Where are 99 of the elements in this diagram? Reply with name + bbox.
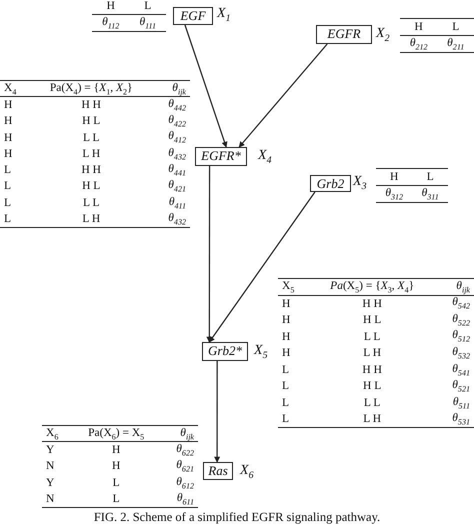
gene-box: Ras — [203, 462, 233, 480]
table-cell-text: L — [112, 476, 120, 489]
table-cell-text: θ$_{441}$ — [168, 162, 186, 178]
table-cell-text: H — [4, 148, 12, 160]
table-cell-text: L — [452, 21, 460, 33]
table-cell-text: H — [282, 347, 290, 360]
table-cell-text: Pa(X$_{5}$) = {X$_{3}$, X$_{4}$} — [330, 280, 414, 294]
table-cell-text: H H — [81, 164, 101, 176]
table-cell-text: L H — [363, 413, 382, 426]
table-cell-text: θ$_{531}$ — [452, 412, 470, 426]
gene-box: EGFR — [316, 25, 372, 44]
table-cell-text: L L — [82, 132, 100, 144]
table-cell-text: H — [4, 115, 12, 128]
table-cell-text: Y — [46, 444, 54, 456]
table-cell-text: H — [4, 99, 12, 112]
table-cell-text: H L — [82, 115, 100, 128]
table-cell-text: θ$_{311}$ — [422, 186, 439, 202]
table-cell-text: θ$_{312}$ — [385, 186, 404, 202]
table-cell-text: Y — [46, 476, 54, 489]
table-cell-text: θ$_{ijk}$ — [172, 82, 186, 96]
table-cell-text: H — [106, 0, 115, 12]
figure-caption: FIG. 2. Scheme of a simplified EGFR signaling pathway. — [92, 510, 382, 525]
variable-label: X$_{5}$ — [254, 343, 268, 361]
table-cell-text: H — [112, 444, 120, 456]
table-cell-text: X$_{4}$ — [4, 82, 16, 96]
table-cell-text: θ$_{212}$ — [410, 36, 428, 52]
table-cell-text: θ$_{ijk}$ — [180, 426, 194, 441]
table-cell-text: θ$_{542}$ — [452, 296, 470, 311]
table-cell-text: θ$_{611}$ — [176, 492, 194, 506]
table-cell-text: θ$_{112}$ — [102, 16, 120, 30]
table-cell-text: H L — [363, 380, 382, 392]
variable-label: X$_{6}$ — [240, 463, 254, 481]
gene-box: Grb2 — [310, 175, 351, 192]
table-cell-text: H — [390, 171, 398, 183]
table-cell-text: θ$_{522}$ — [452, 312, 470, 328]
table-cell-text: H — [282, 298, 290, 310]
table-cell-text: θ$_{442}$ — [168, 98, 186, 112]
table-cell-text: L — [4, 212, 12, 225]
arrow — [206, 166, 212, 343]
table-cell-text: H — [4, 132, 12, 144]
table-cell-text: X$_{5}$ — [282, 280, 294, 294]
table-cell-text: N — [46, 460, 54, 472]
gene-box: EGF — [173, 7, 213, 25]
table-cell-text: L H — [363, 347, 382, 360]
table-cell-text: L — [426, 171, 434, 183]
table-cell-text: L — [4, 180, 12, 192]
gene-box: EGFR* — [195, 147, 247, 166]
table-cell-text: L — [144, 0, 152, 12]
table-cell-text: θ$_{211}$ — [447, 36, 464, 52]
arrow — [208, 192, 316, 343]
table-cell-text: H H — [362, 298, 382, 310]
arrow — [214, 361, 220, 463]
table-cell-text: L L — [364, 396, 380, 409]
table-cell-text: H H — [362, 364, 382, 376]
table-cell-text: X$_{6}$ — [46, 426, 58, 441]
table-cell-text: θ$_{412}$ — [168, 130, 186, 145]
table-cell-text: L L — [82, 196, 100, 209]
arrow — [184, 24, 228, 148]
table-cell-text: H L — [363, 314, 382, 326]
table-cell-text: θ$_{421}$ — [168, 179, 186, 194]
table-cell-text: θ$_{532}$ — [452, 346, 470, 360]
table-cell-text: θ$_{432}$ — [168, 146, 186, 161]
gene-box: Grb2* — [202, 342, 248, 361]
variable-label: X$_{4}$ — [258, 148, 272, 166]
table-cell-text: L — [282, 380, 290, 392]
table-cell-text: θ$_{621}$ — [176, 459, 194, 474]
table-cell-text: θ$_{422}$ — [168, 114, 186, 128]
table-cell-text: θ$_{521}$ — [452, 379, 470, 394]
table-cell-text: H — [282, 330, 290, 343]
table-cell-text: θ$_{411}$ — [168, 196, 186, 210]
table-cell-text: L — [4, 196, 12, 209]
table-cell-text: L — [282, 413, 290, 426]
table-cell-text: H — [282, 314, 290, 326]
table-cell-text: L H — [82, 212, 100, 225]
table-cell-text: N — [46, 493, 54, 505]
table-cell-text: H L — [82, 180, 100, 192]
arrow — [238, 44, 328, 148]
table-cell-text: L — [112, 493, 120, 505]
table-cell-text: θ$_{511}$ — [452, 396, 470, 410]
table-cell-text: L — [282, 364, 290, 376]
table-cell-text: θ$_{541}$ — [452, 362, 470, 377]
variable-label: X$_{2}$ — [376, 26, 390, 44]
table-cell-text: H H — [81, 99, 101, 112]
table-cell-text: L L — [364, 330, 380, 343]
table-cell-text: Pa(X$_{6}$) = X$_{5}$ — [88, 426, 144, 441]
table-cell-text: L — [4, 164, 12, 176]
variable-label: X$_{1}$ — [217, 6, 230, 24]
table-cell-text: θ$_{622}$ — [176, 443, 194, 458]
table-cell-text: θ$_{111}$ — [139, 16, 156, 30]
table-cell-text: L H — [82, 148, 100, 160]
table-cell-text: θ$_{432}$ — [168, 212, 186, 226]
table-cell-text: θ$_{ijk}$ — [456, 280, 470, 294]
table-cell-text: θ$_{512}$ — [452, 329, 470, 344]
variable-label: X$_{3}$ — [353, 174, 366, 192]
table-cell-text: H — [112, 460, 120, 472]
table-cell-text: H — [414, 21, 423, 33]
table-cell-text: L — [282, 396, 290, 409]
table-cell-text: Pa(X$_{4}$) = {X$_{1}$, X$_{2}$} — [50, 82, 133, 96]
table-cell-text: θ$_{612}$ — [176, 476, 194, 490]
